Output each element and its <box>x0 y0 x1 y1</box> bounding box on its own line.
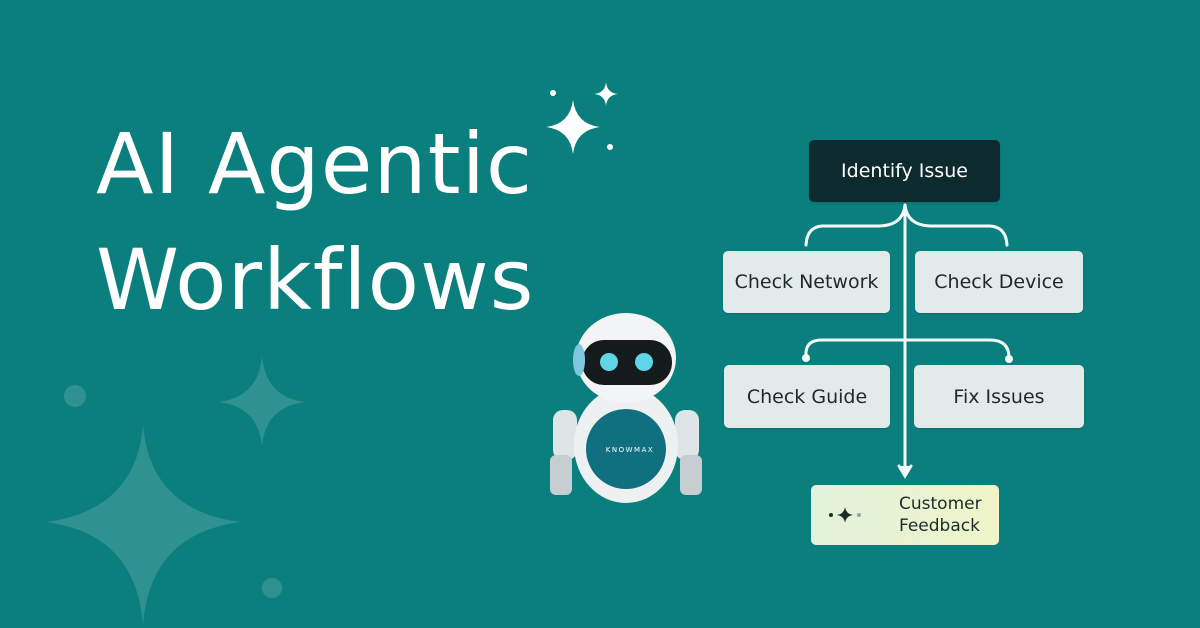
node-fix-issues: Fix Issues <box>914 365 1084 428</box>
headline-line-2: Workflows <box>96 231 535 329</box>
flow-connectors <box>804 203 1011 479</box>
faint-sparkle-icon <box>46 355 305 625</box>
headline-line-1: AI Agentic <box>96 115 534 213</box>
node-customer-feedback: Customer Feedback <box>811 485 999 545</box>
robot-illustration <box>550 313 702 503</box>
node-check-device: Check Device <box>915 251 1083 313</box>
node-identify-issue: Identify Issue <box>809 140 1000 202</box>
robot-brand-label: KNOWMAX <box>605 446 655 454</box>
node-check-guide: Check Guide <box>724 365 890 428</box>
feedback-line-2: Feedback <box>899 516 980 536</box>
sparkle-icon <box>546 82 618 154</box>
sparkle-icon <box>829 507 861 523</box>
node-check-network: Check Network <box>723 251 890 313</box>
feedback-line-1: Customer <box>899 494 982 514</box>
